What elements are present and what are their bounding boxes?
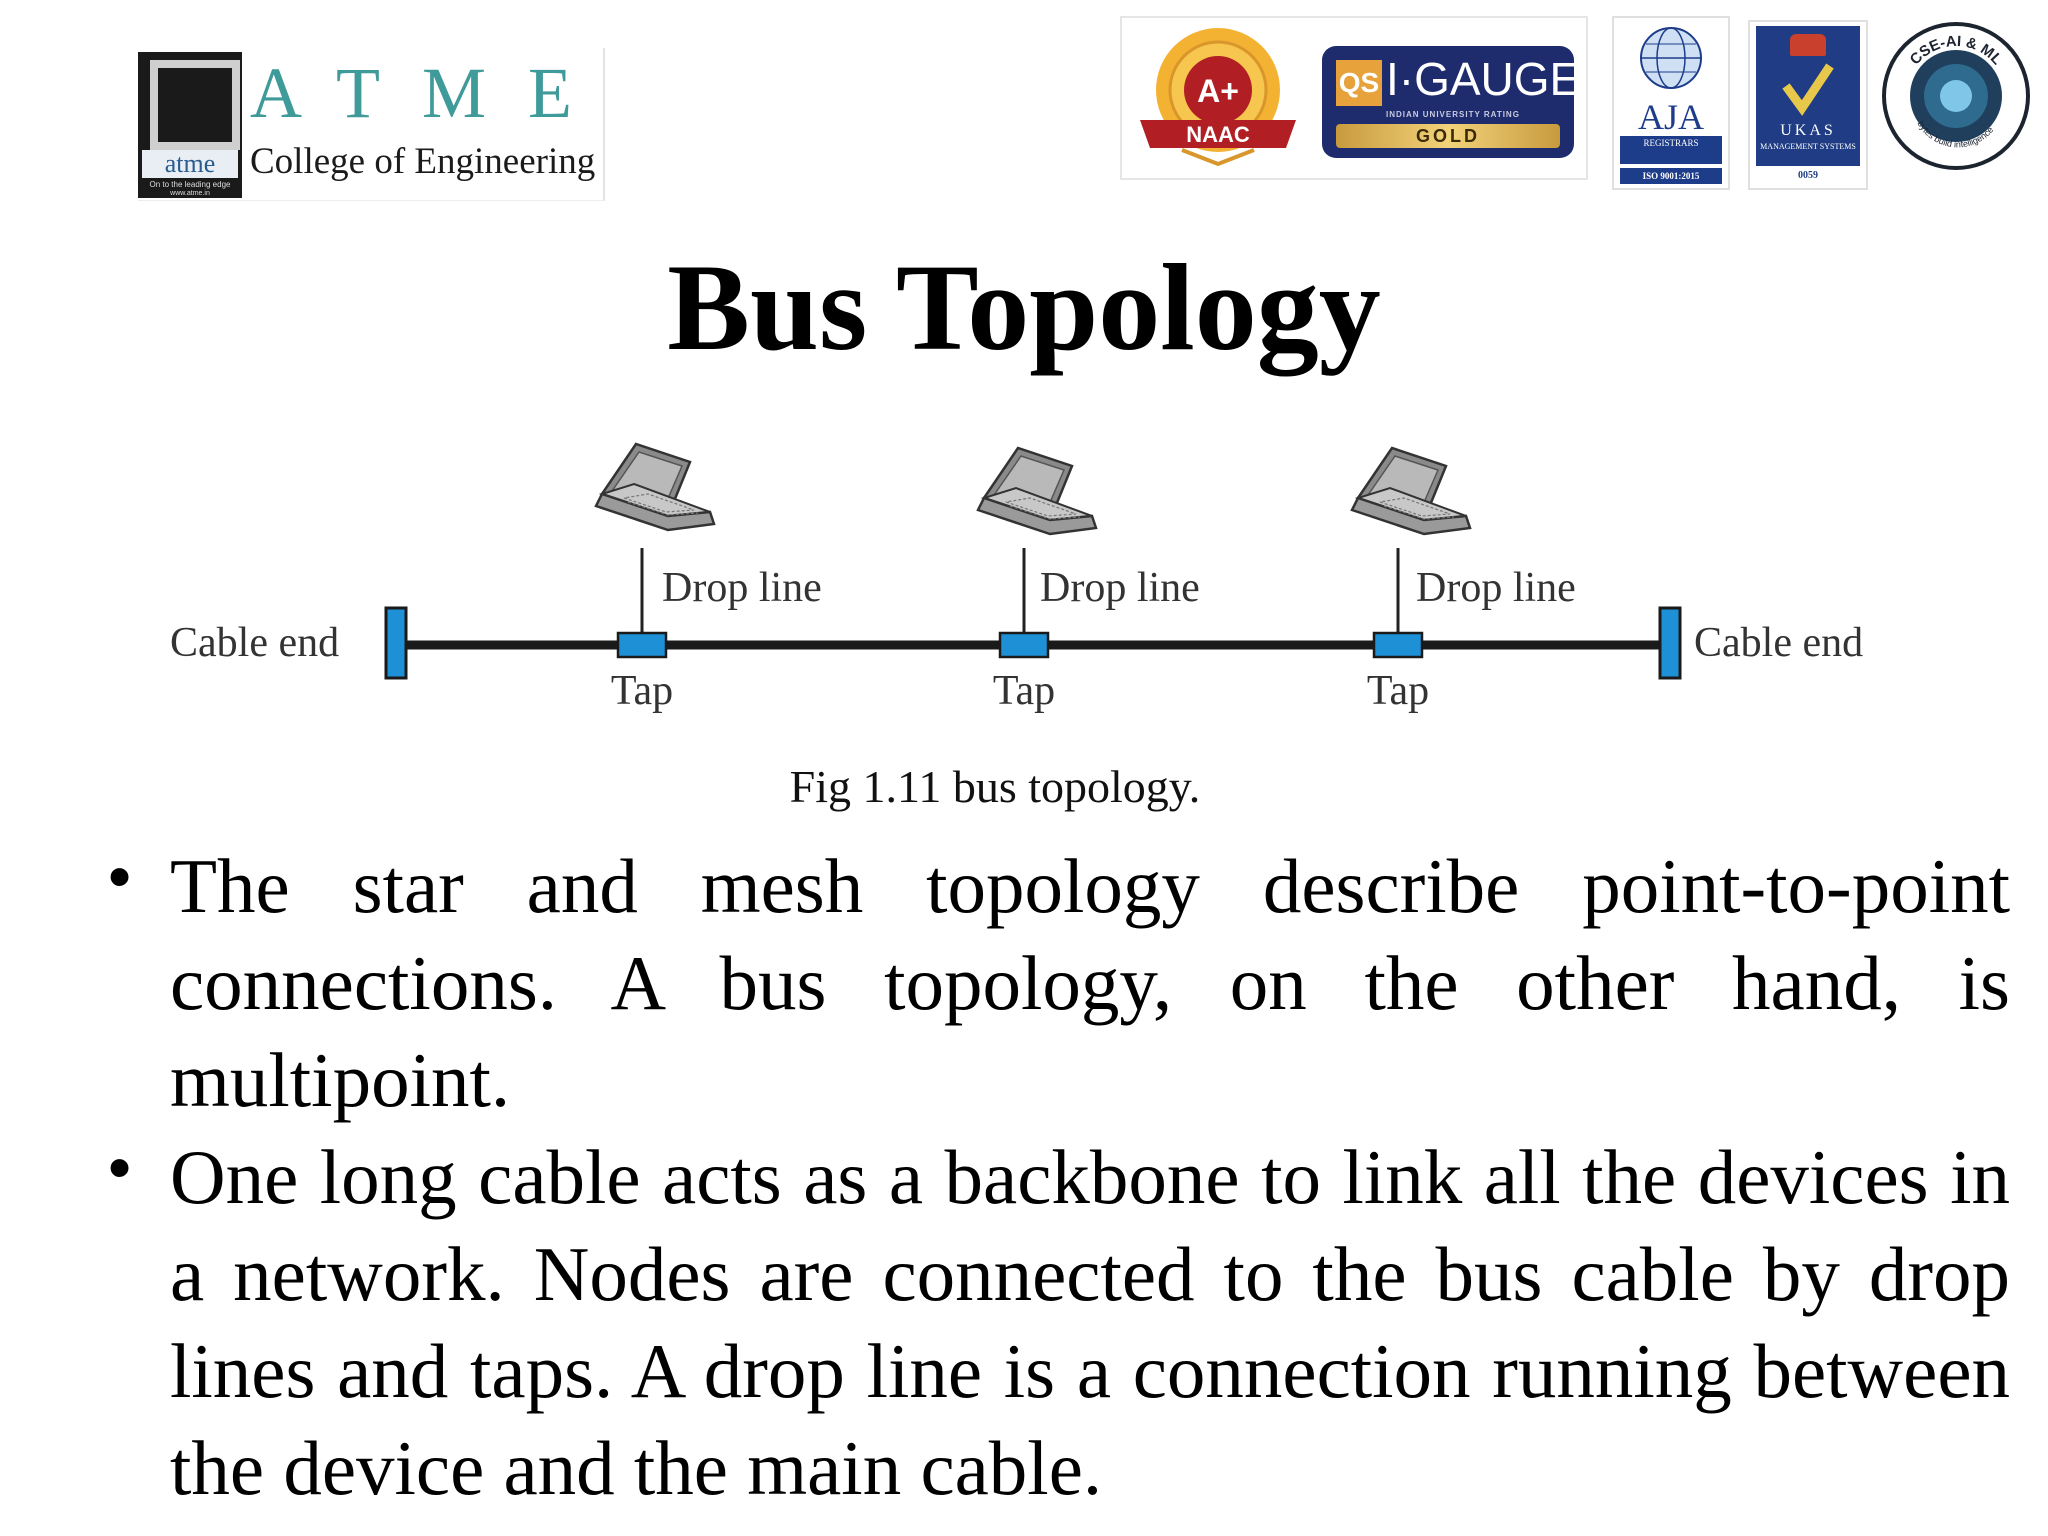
- college-logo: atme On to the leading edge www.atme.in …: [138, 48, 605, 201]
- bullet-item: • The star and mesh topology describe po…: [100, 838, 2010, 1129]
- ukas-badge: UKAS MANAGEMENT SYSTEMS 0059: [1748, 20, 1868, 190]
- cable-end-label-right: Cable end: [1694, 620, 1863, 666]
- laptop-icon: [976, 446, 1098, 536]
- bullet-icon: •: [108, 1130, 132, 1204]
- emblem-word: atme: [142, 150, 238, 178]
- laptop-icon: [1350, 446, 1472, 536]
- ukas-panel: UKAS MANAGEMENT SYSTEMS: [1756, 26, 1860, 166]
- accreditation-badges: A+ NAAC QS I·GAUGE INDIAN UNIVERSITY RAT…: [1120, 16, 1588, 180]
- figure-caption: Fig 1.11 bus topology.: [789, 761, 1201, 812]
- aja-registrars: REGISTRARS: [1620, 136, 1722, 164]
- naac-grade: A+: [1197, 73, 1239, 109]
- tap-label: Tap: [611, 668, 673, 714]
- qs-subtitle: INDIAN UNIVERSITY RATING: [1386, 110, 1520, 119]
- qs-level: GOLD: [1336, 124, 1560, 148]
- emblem-url: www.atme.in: [170, 190, 210, 197]
- ukas-sub: MANAGEMENT SYSTEMS: [1760, 142, 1856, 151]
- qs-name: I·GAUGE: [1386, 53, 1581, 105]
- drop-line-label: Drop line: [662, 565, 822, 611]
- bullet-text: The star and mesh topology describe poin…: [170, 843, 2010, 1123]
- naac-label: NAAC: [1186, 122, 1250, 147]
- naac-badge-icon: A+ NAAC: [1140, 28, 1296, 167]
- bullet-item: • One long cable acts as a backbone to l…: [100, 1129, 2010, 1517]
- drop-line-label: Drop line: [1416, 565, 1576, 611]
- qs-igauge-badge: QS I·GAUGE INDIAN UNIVERSITY RATING GOLD: [1322, 46, 1580, 158]
- cable-end-terminator: [1658, 606, 1682, 680]
- globe-icon: [1640, 27, 1702, 89]
- aja-badge: AJA REGISTRARS ISO 9001:2015: [1612, 16, 1730, 190]
- qs-mark: QS: [1336, 60, 1382, 106]
- crown-icon: [1790, 34, 1826, 56]
- aja-name: AJA: [1637, 97, 1704, 137]
- checkmark-icon: [1782, 63, 1834, 116]
- tap-label: Tap: [1367, 668, 1429, 714]
- cable-end-terminator: [384, 606, 408, 680]
- department-badge-icon: CSE-AI & ML bytes build intelligence: [1882, 22, 2030, 170]
- drop-line-label: Drop line: [1040, 565, 1200, 611]
- bullet-icon: •: [108, 839, 132, 913]
- aja-iso: ISO 9001:2015: [1620, 168, 1722, 184]
- slide-title: Bus Topology: [667, 239, 1381, 376]
- atme-emblem: atme On to the leading edge www.atme.in: [138, 52, 242, 198]
- tap: [998, 631, 1050, 659]
- bullet-list: • The star and mesh topology describe po…: [100, 838, 2010, 1517]
- tap-label: Tap: [993, 668, 1055, 714]
- tap: [616, 631, 668, 659]
- tap: [1372, 631, 1424, 659]
- emblem-tagline: On to the leading edge: [149, 180, 231, 189]
- ukas-name: UKAS: [1780, 122, 1836, 139]
- college-name: College of Engineering: [250, 141, 596, 182]
- laptop-icon: [594, 442, 716, 532]
- bullet-text: One long cable acts as a backbone to lin…: [170, 1134, 2010, 1511]
- bus-topology-diagram: Cable end Cable end Drop line Drop line …: [170, 442, 1863, 714]
- emblem-square-icon: [150, 60, 240, 150]
- cable-end-label-left: Cable end: [170, 620, 339, 666]
- ukas-number: 0059: [1798, 170, 1818, 181]
- college-wordmark: ATME: [250, 53, 614, 133]
